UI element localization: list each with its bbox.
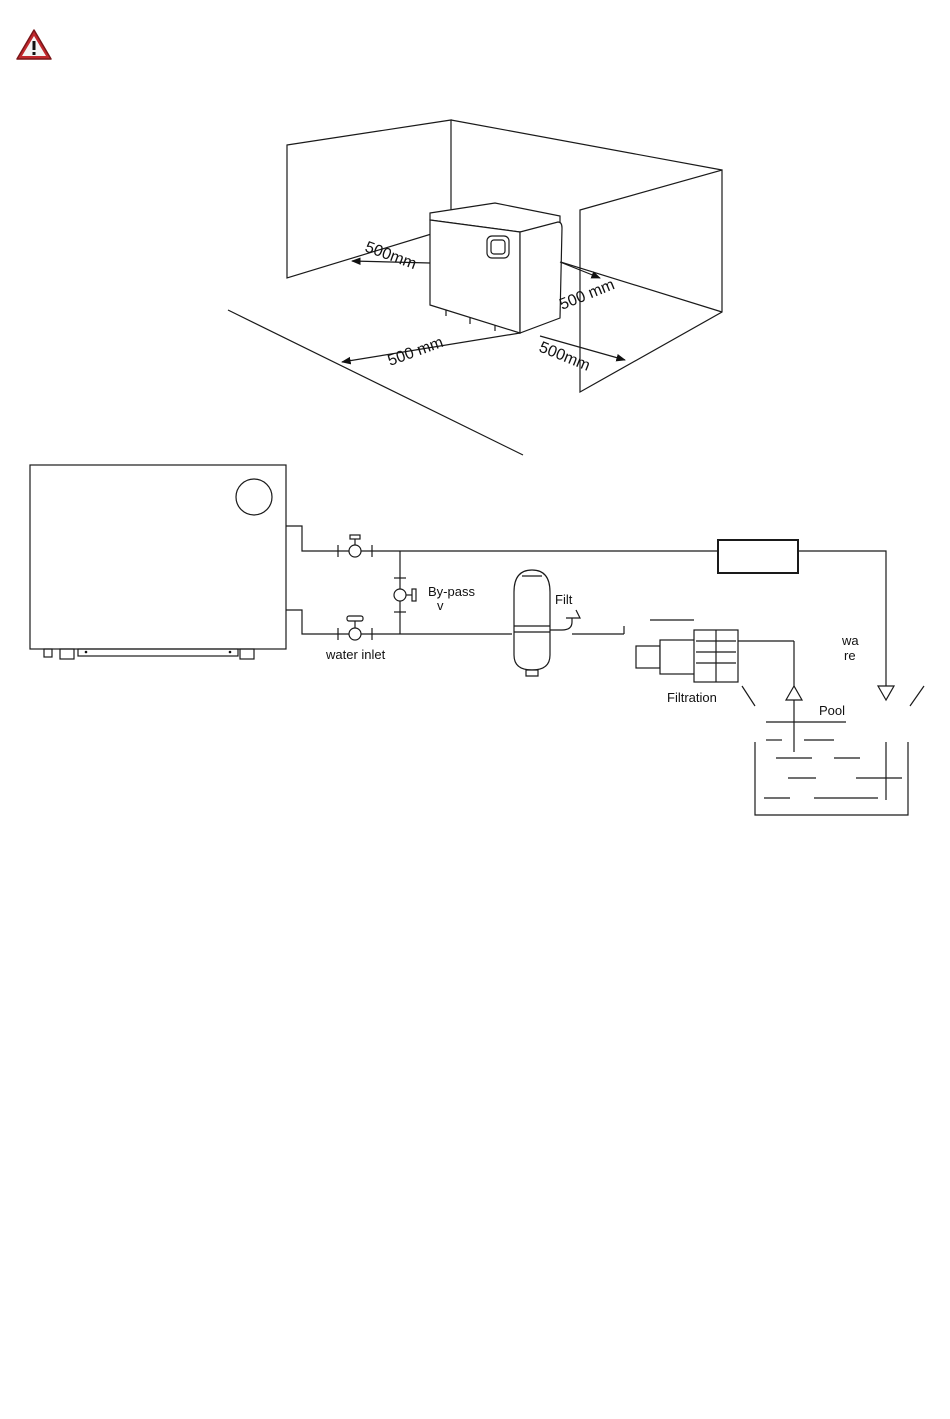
dim-label-front-right: 500mm <box>537 339 593 375</box>
bypass-label-2: v <box>437 598 444 613</box>
outlet-valve <box>338 535 372 557</box>
bypass-valve <box>394 578 416 612</box>
pool-label: Pool <box>819 703 845 718</box>
water-return-label-2: re <box>844 648 856 663</box>
filtration-label: Filtration <box>667 690 717 705</box>
sand-filter <box>514 570 624 676</box>
inlet-valve <box>338 616 372 640</box>
heat-pump-unit <box>430 203 562 333</box>
bypass-label: By-pass <box>428 584 475 599</box>
water-return-label-1: wa <box>841 633 859 648</box>
dim-label-front-left: 500 mm <box>386 334 446 370</box>
dim-label-right: 500 mm <box>557 276 617 313</box>
flow-box <box>718 540 798 573</box>
warning-triangle-icon <box>17 30 51 59</box>
filtration-pump <box>636 620 794 752</box>
filter-label: Filt <box>555 592 573 607</box>
heat-pump-box <box>30 465 286 659</box>
dim-label-left: 500mm <box>363 239 419 273</box>
water-inlet-label: water inlet <box>325 647 386 662</box>
plumbing-diagram: water inlet By-pass v Filt Filtration Po… <box>30 465 924 815</box>
clearance-diagram: 500mm 500 mm 500 mm 500mm <box>228 120 722 455</box>
